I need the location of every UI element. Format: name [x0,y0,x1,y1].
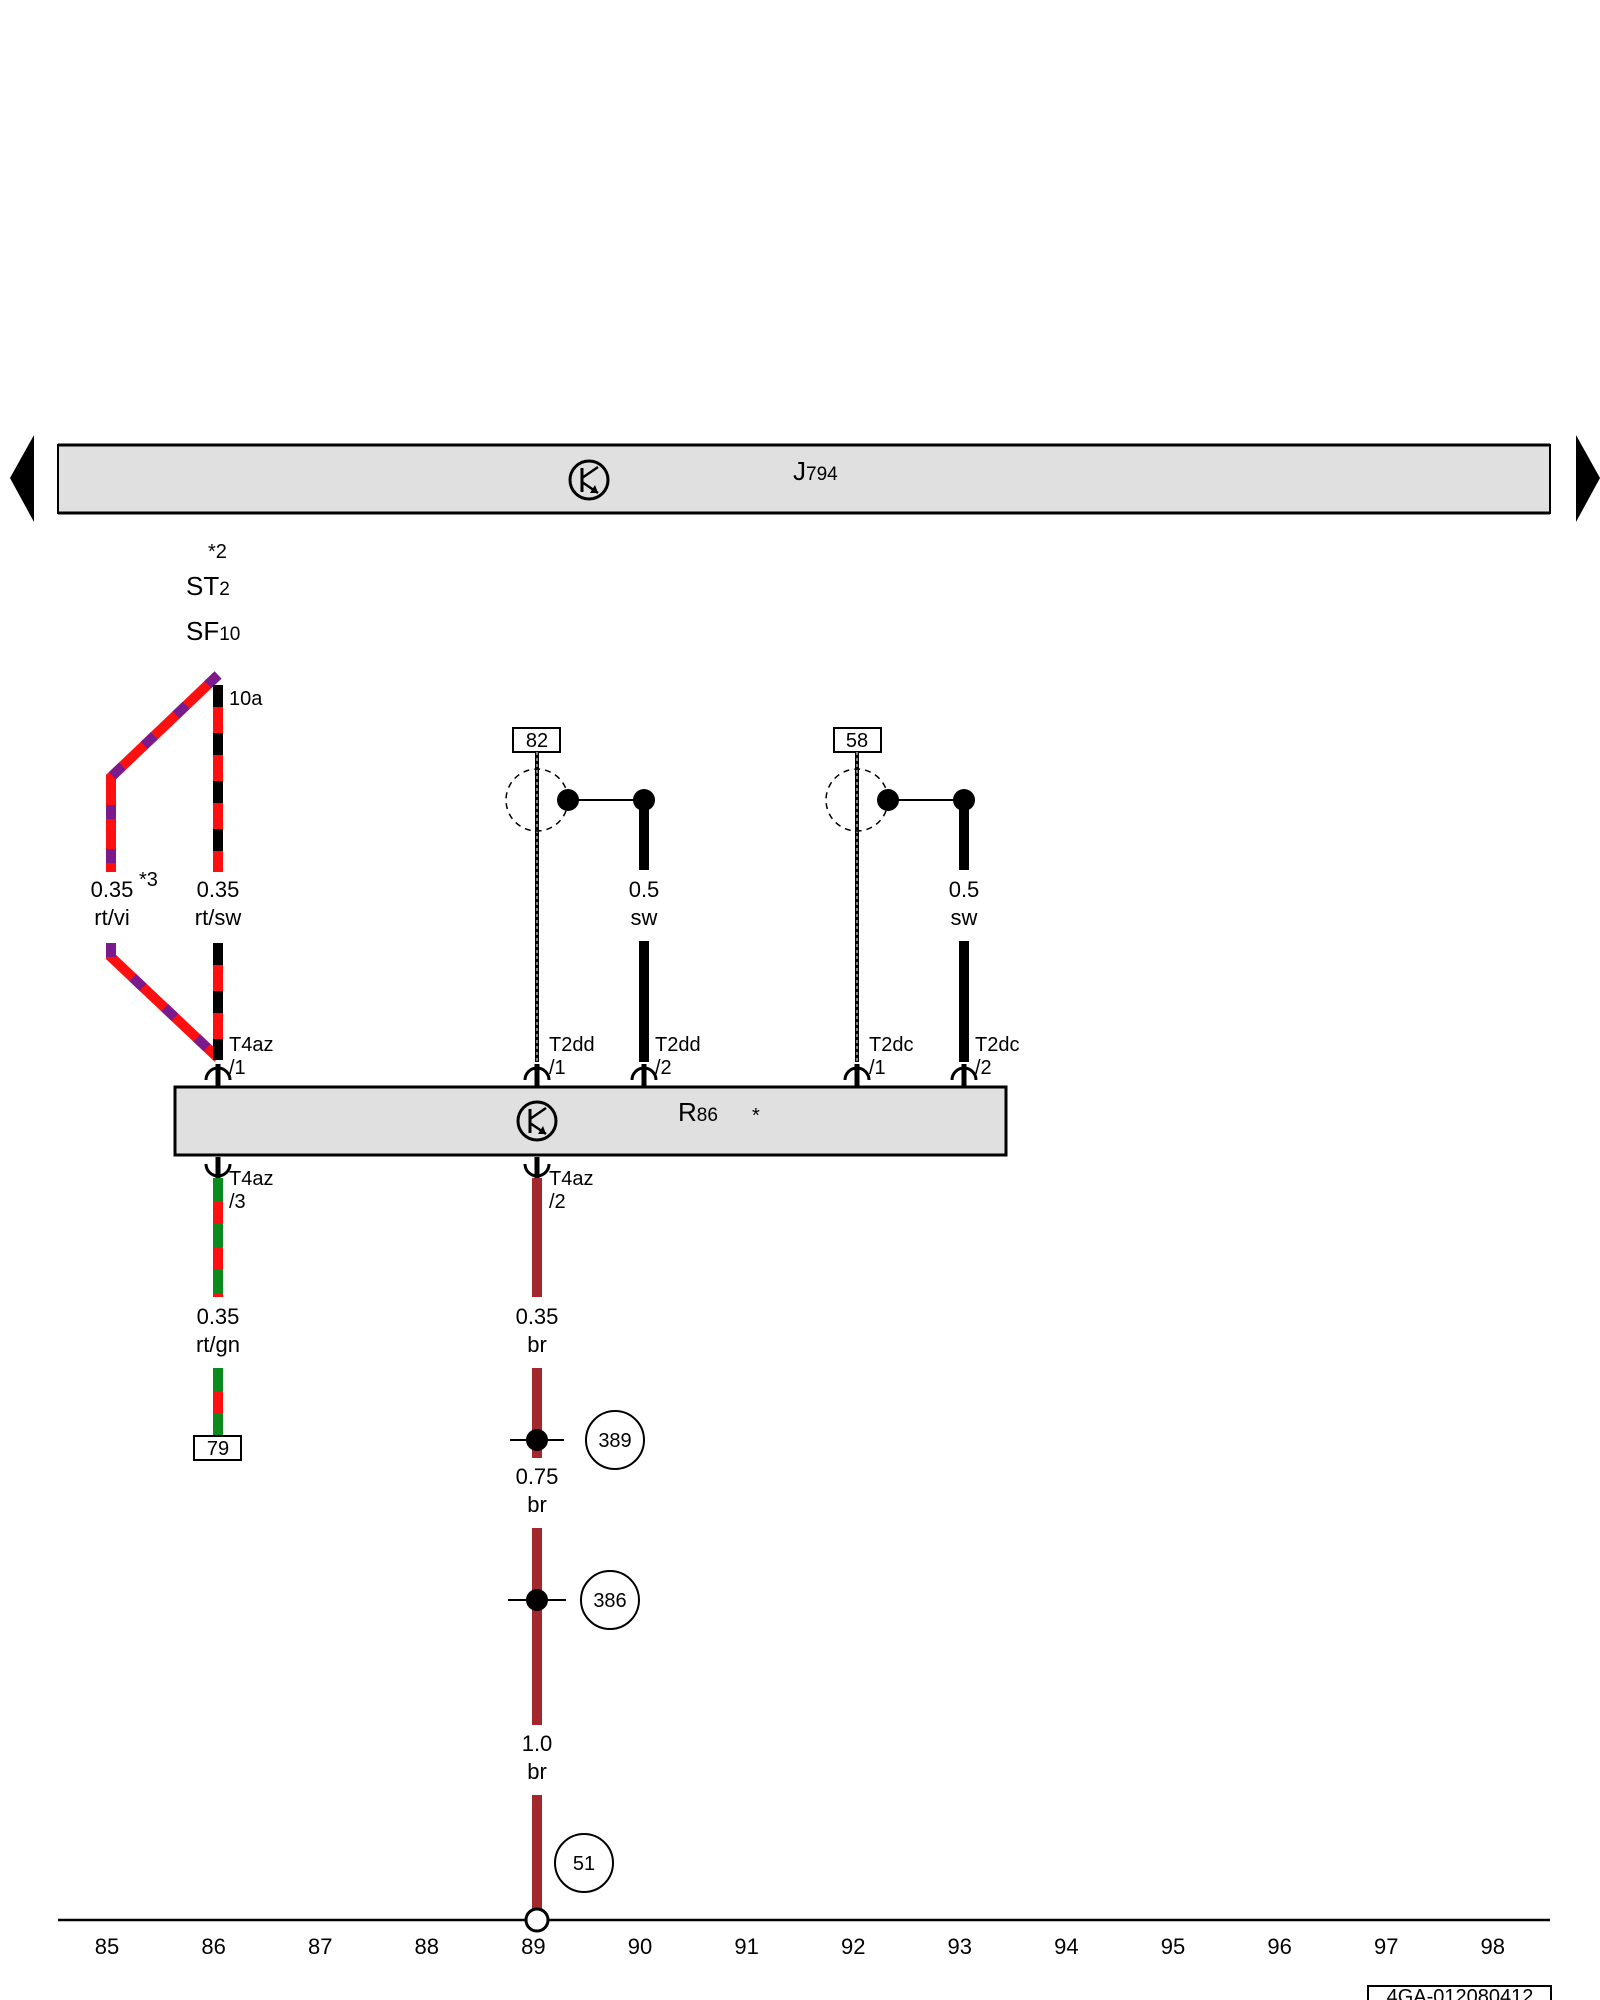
connector-t4az-3-pin: /3 [229,1191,246,1213]
splice-389: 389 [510,1410,645,1470]
triangle-right-icon[interactable] [1576,435,1600,522]
drawing-id: 4GA-012080412 [1367,1985,1552,2000]
connector-t2dc-2-pin: /2 [975,1057,992,1079]
splice-386-label: 386 [593,1590,626,1612]
connector-t2dd-1-name: T2dd [549,1034,595,1056]
fuse-st-label: ST2 [186,571,230,601]
ground-point-51: 51 [554,1833,614,1893]
shielded-wire-58: 58 [825,727,975,1062]
track-number: 85 [95,1934,119,1959]
track-number: 94 [1054,1934,1078,1959]
triangle-left-icon[interactable] [10,435,34,522]
track-number: 87 [308,1934,332,1959]
ground-junction [524,1907,550,1933]
wire-rt-vi [106,671,222,1062]
track-numbers: 85 86 87 88 89 90 91 92 93 94 95 96 97 98 [95,1934,1505,1959]
wire-br-1-color: br [527,1332,547,1357]
component-letter-r: R [678,1097,697,1127]
connector-t2dc-2-name: T2dc [975,1034,1019,1056]
wire-br-2-color: br [527,1492,547,1517]
svg-text:R86: R86 [678,1097,718,1127]
wire-br-1-size: 0.35 [516,1304,559,1329]
wire-rt-vi-color: rt/vi [94,905,129,930]
track-number: 98 [1481,1934,1505,1959]
track-number: 95 [1161,1934,1185,1959]
transistor-circle-icon [516,1100,558,1142]
connector-t2dd-2-name: T2dd [655,1034,701,1056]
fuse-sf-label: SF10 [186,616,240,646]
fuse-footnote: *2 [208,541,227,563]
track-number: 97 [1374,1934,1398,1959]
component-number-794: 794 [806,464,838,485]
track-number: 91 [734,1934,758,1959]
track-number: 88 [415,1934,439,1959]
connector-t4az-2-pin: /2 [549,1191,566,1213]
connector-t2dd-1-pin: /1 [549,1057,566,1079]
track-number: 96 [1267,1934,1291,1959]
wire-br-2-size: 0.75 [516,1464,559,1489]
wire-sw-a-size: 0.5 [629,877,660,902]
ref-82-label: 82 [526,730,548,752]
shielded-wire-82: 82 [505,727,655,1062]
wire-br-3-size: 1.0 [522,1731,553,1756]
connector-t2dd-2-pin: /2 [655,1057,672,1079]
connector-arcs-top [204,1066,978,1081]
ground-51-label: 51 [573,1853,595,1875]
control-unit-j794: J794 [57,443,1551,515]
splice-386: 386 [508,1570,640,1630]
connector-t4az-2-name: T4az [549,1168,593,1190]
track-number: 93 [948,1934,972,1959]
track-number: 89 [521,1934,545,1959]
component-r86-note: * [752,1105,760,1127]
component-r86: R86 * [173,1085,1008,1157]
wire-sw-a-color: sw [631,905,658,930]
connector-stubs-bottom [215,1157,540,1178]
ref-58-label: 58 [846,730,868,752]
connector-t2dc-1-pin: /1 [869,1057,886,1079]
splice-389-label: 389 [598,1430,631,1452]
drawing-id-label: 4GA-012080412 [1387,1986,1534,2000]
fuse-pin-label: 10a [229,688,263,710]
connector-t4az-1-name: T4az [229,1034,273,1056]
wire-sw-b-size: 0.5 [949,877,980,902]
wire-rt-vi-size: 0.35 [91,877,134,902]
connector-t4az-3-name: T4az [229,1168,273,1190]
wire-br-3-color: br [527,1759,547,1784]
wire-rt-sw-color: rt/sw [195,905,242,930]
wire-rt-vi-footnote: *3 [139,869,158,891]
component-number-86: 86 [697,1105,718,1126]
transistor-circle-icon [568,459,610,501]
connector-stubs-top [215,1064,967,1086]
svg-text:J794: J794 [793,456,838,486]
wire-rt-gn-color: rt/gn [196,1332,240,1357]
track-number: 86 [201,1934,225,1959]
connector-t4az-1-pin: /1 [229,1057,246,1079]
track-number: 92 [841,1934,865,1959]
wire-rt-sw-size: 0.35 [197,877,240,902]
wire-sw-b-color: sw [951,905,978,930]
track-number: 90 [628,1934,652,1959]
ref-79-label: 79 [207,1438,229,1460]
wire-rt-gn-size: 0.35 [197,1304,240,1329]
component-letter-j: J [793,456,806,486]
ref-79-box [193,1435,242,1461]
connector-t2dc-1-name: T2dc [869,1034,913,1056]
